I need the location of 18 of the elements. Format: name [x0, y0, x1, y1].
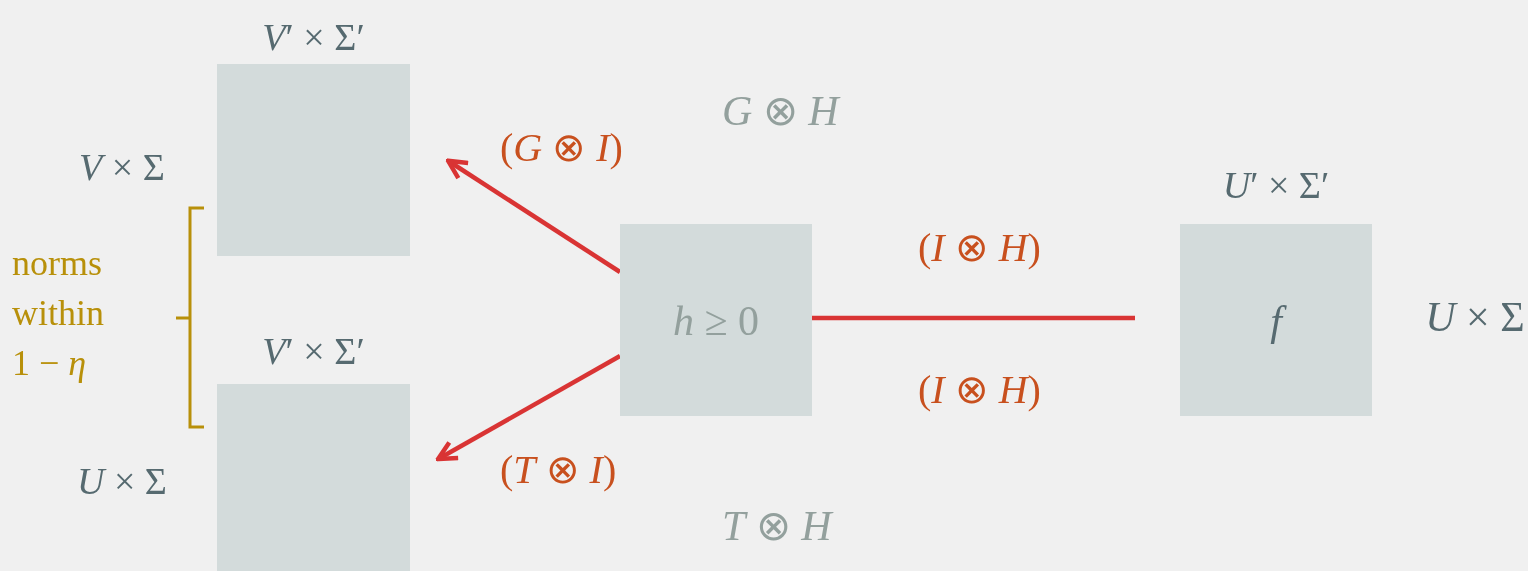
edge-label: (T ⊗ I)	[500, 450, 617, 490]
math-label: (I ⊗ H)	[918, 370, 1041, 410]
math-label: V′ × Σ′	[261, 332, 366, 370]
math-label: f	[1180, 300, 1372, 342]
edge-label: (I ⊗ H)	[918, 228, 1041, 268]
arrow	[445, 158, 622, 274]
math-label: U′ × Σ′	[1221, 166, 1331, 204]
arrow	[435, 354, 622, 462]
square-box	[620, 224, 812, 416]
math-label: G ⊗ H	[722, 90, 839, 132]
math-label: U × Σ	[76, 462, 168, 500]
math-label: T ⊗ H	[722, 505, 832, 547]
math-label: V′ × Σ′	[261, 18, 366, 56]
math-label: U × Σ	[1424, 296, 1526, 338]
math-label: V × Σ	[78, 148, 166, 186]
math-label: h ≥ 0	[671, 300, 761, 342]
edge-label: (G ⊗ I)	[500, 128, 623, 168]
note-text: norms within 1 − η	[12, 242, 105, 385]
